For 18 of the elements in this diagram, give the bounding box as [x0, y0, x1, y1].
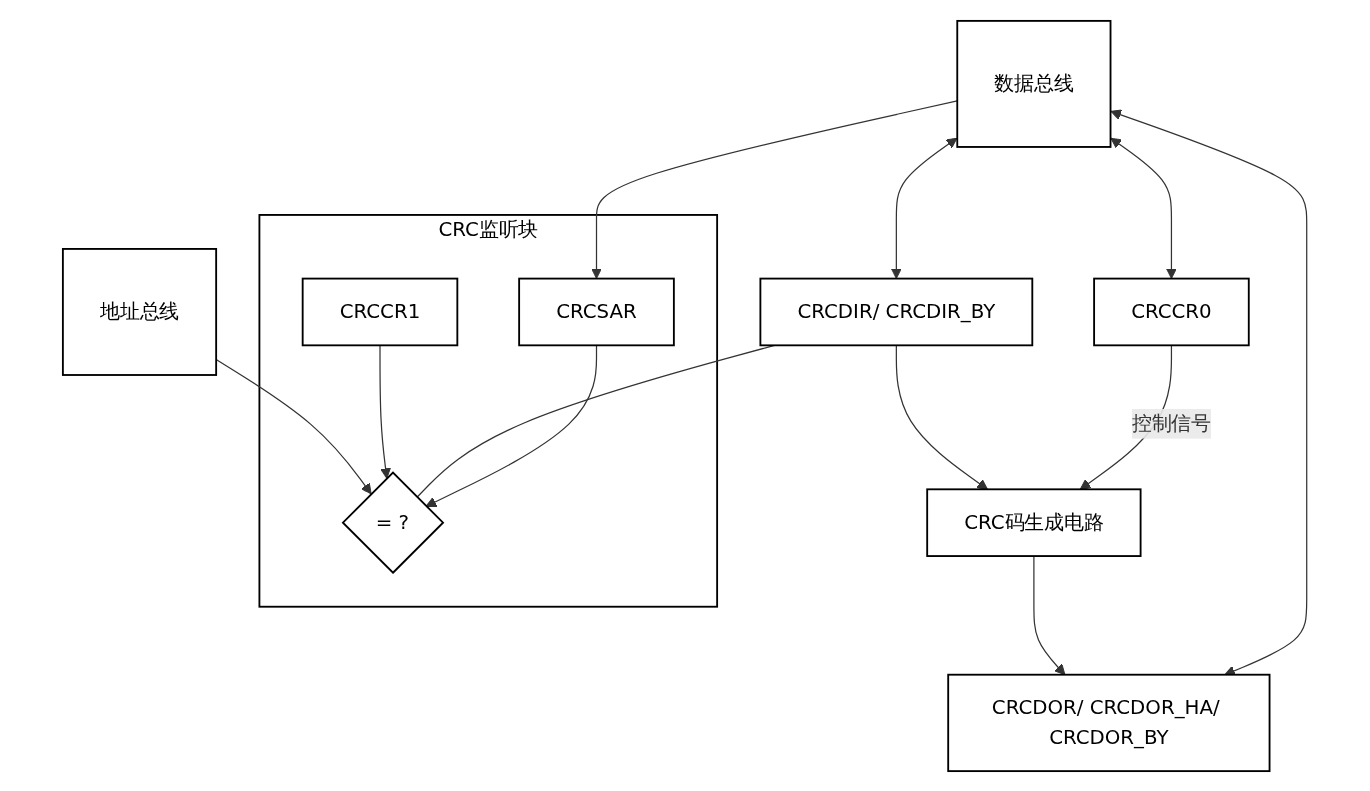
node-diamond: = ?: [341, 470, 445, 574]
arrow: [895, 344, 989, 490]
node-box: CRCSAR: [518, 277, 675, 346]
node-box: CRCDIR/ CRCDIR_BY: [759, 277, 1034, 346]
node-box: CRCDOR/ CRCDOR_HA/ CRCDOR_BY: [947, 673, 1271, 772]
arrow: [379, 344, 392, 479]
arrow: [1110, 109, 1308, 676]
node-box: CRCCR0: [1093, 277, 1250, 346]
node-box: CRCCR1: [301, 277, 459, 346]
arrow: [1033, 554, 1066, 675]
node-box: 数据总线: [956, 19, 1112, 148]
arrow: [891, 137, 958, 279]
node-box: 地址总线: [62, 247, 218, 376]
arrow: [1110, 137, 1178, 279]
edge-label: 控制信号: [1132, 410, 1212, 435]
connector: [416, 344, 776, 498]
node-box: CRC码生成电路: [926, 487, 1142, 557]
arrow: [425, 344, 598, 507]
